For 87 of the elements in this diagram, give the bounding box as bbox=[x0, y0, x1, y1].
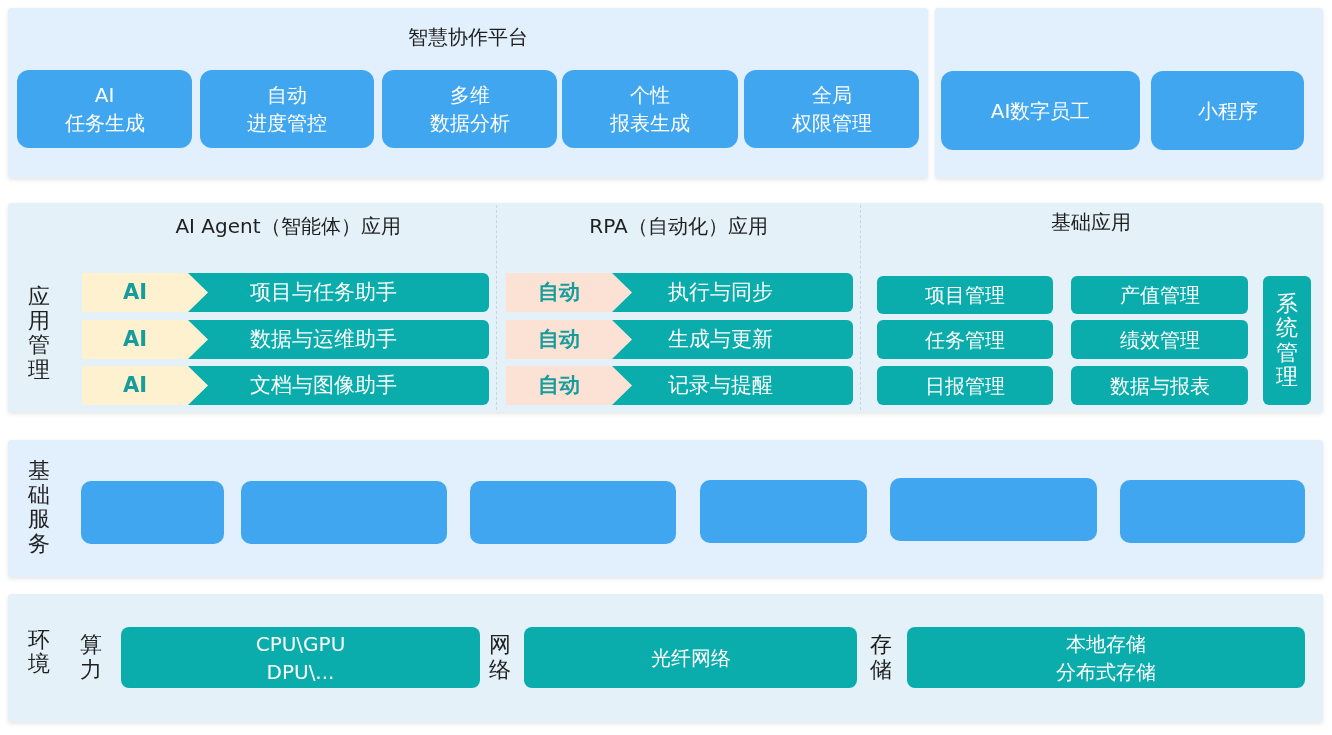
tag-label: 自动 bbox=[538, 278, 580, 306]
resource-label: 光纤网络 bbox=[650, 644, 731, 672]
module-label: 多维 bbox=[449, 82, 490, 109]
resource-type-label: 算力 bbox=[80, 633, 102, 682]
column-title: AI Agent（智能体）应用 bbox=[175, 213, 401, 240]
tile-label: 系统管理 bbox=[1276, 292, 1298, 389]
bar-label: 数据与运维助手 bbox=[250, 325, 397, 353]
service-tile bbox=[470, 481, 676, 544]
module-label: 数据分析 bbox=[429, 110, 510, 137]
tile-label: 任务管理 bbox=[925, 326, 1005, 354]
tag-label: 自动 bbox=[538, 325, 580, 353]
module-tile bbox=[200, 70, 374, 148]
module-tile bbox=[744, 70, 919, 148]
app-tile bbox=[1263, 276, 1311, 405]
resource-label: DPU\... bbox=[266, 658, 335, 686]
resource-bar bbox=[524, 627, 857, 688]
resource-label: CPU\GPU bbox=[255, 630, 346, 658]
module-label: 权限管理 bbox=[791, 110, 872, 137]
module-tile bbox=[941, 71, 1140, 150]
automation-tag bbox=[506, 366, 632, 405]
module-label: 任务生成 bbox=[64, 110, 145, 137]
service-tile bbox=[700, 480, 867, 543]
bar-label: 执行与同步 bbox=[668, 278, 773, 306]
resource-label: 分布式存储 bbox=[1056, 658, 1156, 686]
panel-title: 智慧协作平台 bbox=[408, 24, 528, 51]
app-tile bbox=[1071, 366, 1248, 405]
tile-label: 日报管理 bbox=[925, 372, 1005, 400]
service-tile bbox=[241, 481, 447, 544]
layer-title: 环境 bbox=[28, 628, 50, 677]
layer-title: 应用管理 bbox=[28, 285, 50, 382]
module-label: 个性 bbox=[630, 82, 670, 109]
platform-panel bbox=[8, 8, 928, 178]
module-tile bbox=[1151, 71, 1304, 150]
tag-label: AI bbox=[122, 278, 148, 306]
assistant-bar bbox=[188, 273, 489, 312]
ai-tag bbox=[82, 366, 208, 405]
service-tile bbox=[1120, 480, 1305, 543]
service-tile bbox=[890, 478, 1097, 541]
resource-type-label: 网络 bbox=[489, 633, 511, 682]
platform-panel bbox=[935, 8, 1323, 178]
column-section bbox=[80, 205, 497, 410]
column-title: 基础应用 bbox=[1051, 209, 1131, 236]
assistant-bar bbox=[188, 366, 489, 405]
ai-tag bbox=[82, 273, 208, 312]
bar-label: 文档与图像助手 bbox=[250, 371, 397, 399]
app-tile bbox=[877, 320, 1053, 359]
resource-type-label: 存储 bbox=[870, 633, 892, 682]
service-tile bbox=[81, 481, 224, 544]
module-label: 全局 bbox=[811, 82, 852, 109]
automation-bar bbox=[612, 273, 853, 312]
tag-label: AI bbox=[122, 325, 148, 353]
module-label: 报表生成 bbox=[610, 110, 690, 137]
module-tile bbox=[562, 70, 738, 148]
module-tile bbox=[17, 70, 192, 148]
tag-label: AI bbox=[122, 371, 148, 399]
module-label: AI bbox=[94, 82, 115, 109]
module-label: 小程序 bbox=[1197, 97, 1258, 125]
automation-tag bbox=[506, 273, 632, 312]
tile-label: 项目管理 bbox=[925, 282, 1005, 309]
tile-label: 数据与报表 bbox=[1109, 372, 1210, 400]
module-tile bbox=[382, 70, 557, 148]
tile-label: 产值管理 bbox=[1119, 282, 1200, 309]
automation-bar bbox=[612, 366, 853, 405]
app-tile bbox=[877, 366, 1053, 405]
automation-tag bbox=[506, 320, 632, 359]
layer-panel bbox=[8, 594, 1323, 722]
tag-label: 自动 bbox=[538, 371, 580, 399]
module-label: 进度管控 bbox=[247, 110, 327, 137]
module-label: AI数字员工 bbox=[990, 97, 1091, 125]
automation-bar bbox=[612, 320, 853, 359]
app-tile bbox=[1071, 320, 1248, 359]
resource-label: 本地存储 bbox=[1066, 630, 1146, 658]
assistant-bar bbox=[188, 320, 489, 359]
resource-bar bbox=[121, 627, 480, 688]
bar-label: 项目与任务助手 bbox=[250, 278, 397, 306]
bar-label: 生成与更新 bbox=[668, 325, 773, 353]
resource-bar bbox=[907, 627, 1305, 688]
layer-panel bbox=[8, 203, 1323, 412]
column-title: RPA（自动化）应用 bbox=[589, 213, 768, 240]
layer-title: 基础服务 bbox=[28, 459, 50, 556]
module-label: 自动 bbox=[267, 82, 307, 109]
bar-label: 记录与提醒 bbox=[668, 371, 773, 399]
app-tile bbox=[877, 276, 1053, 314]
tile-label: 绩效管理 bbox=[1119, 326, 1200, 354]
app-tile bbox=[1071, 276, 1248, 314]
layer-panel bbox=[8, 440, 1323, 577]
ai-tag bbox=[82, 320, 208, 359]
